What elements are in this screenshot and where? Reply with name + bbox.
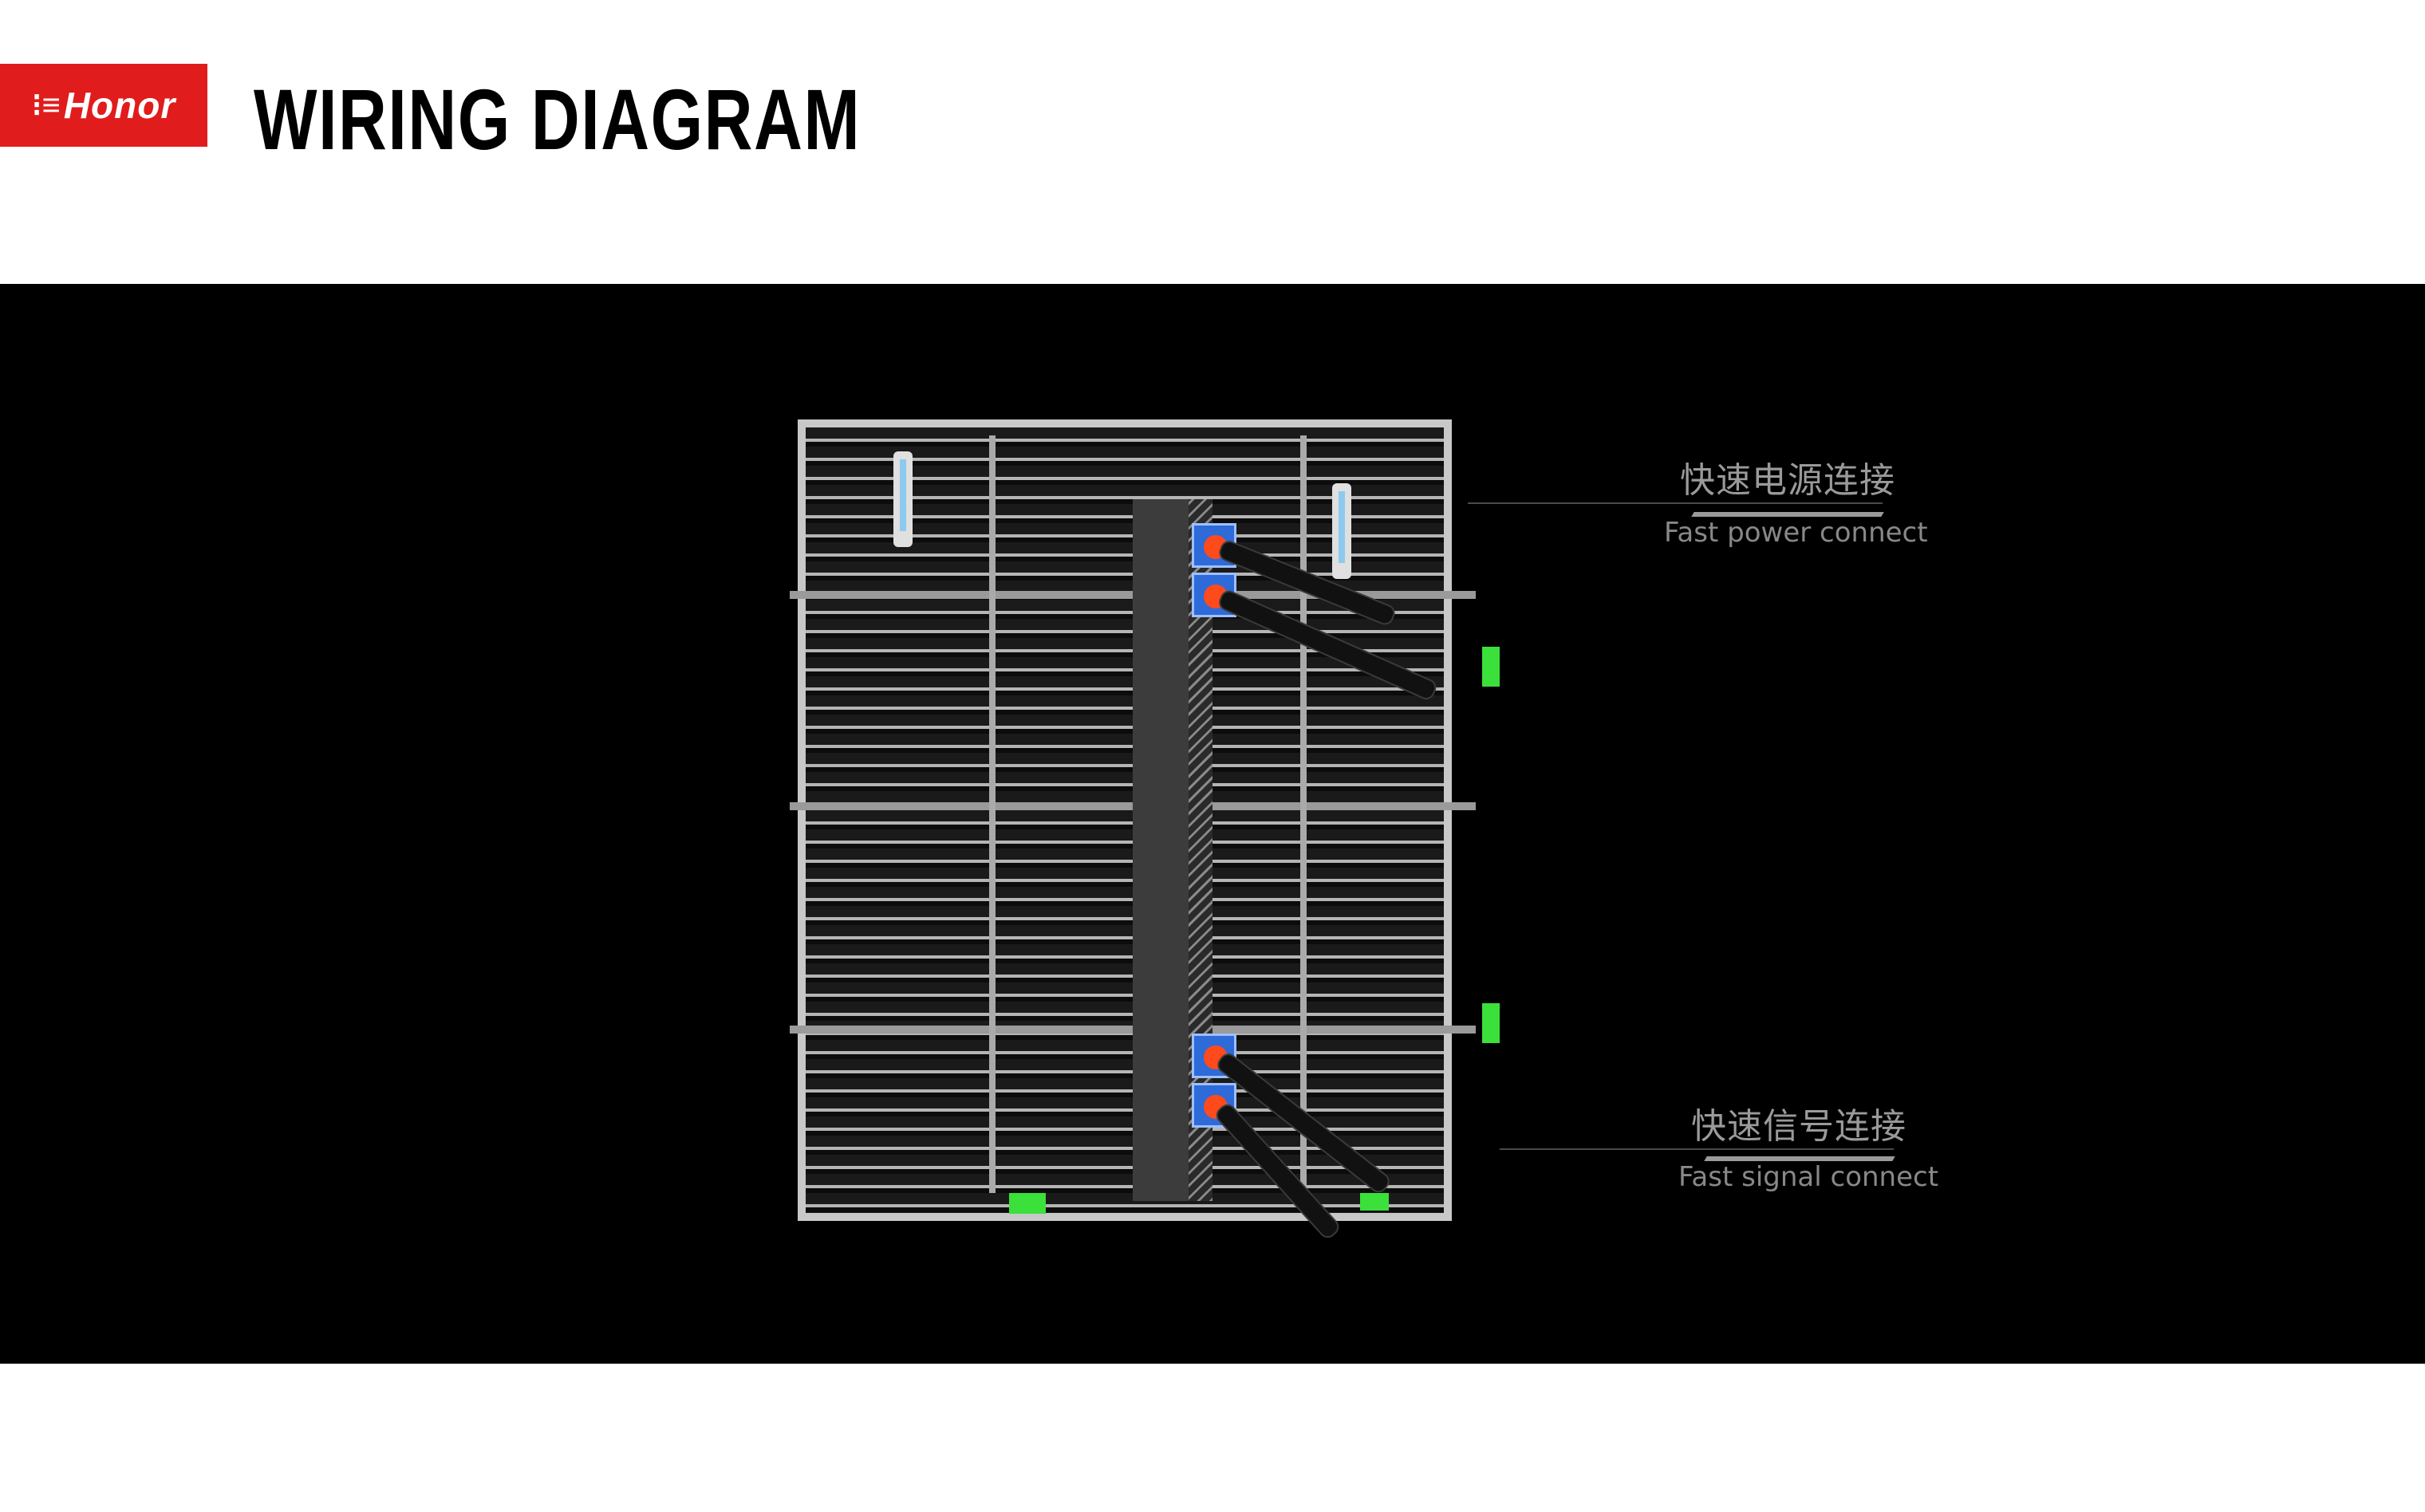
cabinet-spine bbox=[1133, 499, 1189, 1201]
callout-leader-line bbox=[1468, 502, 1883, 504]
logo-dash-mark-icon: ⁝≡ bbox=[31, 88, 61, 123]
lock-latch bbox=[1360, 1193, 1389, 1211]
callout-leader-line bbox=[1500, 1148, 1894, 1150]
callout-label-cn: 快速信号连接 bbox=[1691, 1106, 1906, 1147]
callout-label-cn: 快速电源连接 bbox=[1680, 460, 1895, 501]
led-cabinet-illustration bbox=[790, 404, 1508, 1512]
lock-latch bbox=[1482, 1003, 1500, 1043]
handle-inset bbox=[900, 459, 906, 531]
page-title: WIRING DIAGRAM bbox=[254, 71, 862, 167]
cabinet-handle bbox=[893, 451, 913, 547]
callout-label-en: Fast power connect bbox=[1664, 517, 1928, 549]
logo-text: Honor bbox=[63, 85, 176, 126]
honor-logo: ⁝≡ Honor bbox=[0, 64, 207, 147]
slide-header: ⁝≡ Honor WIRING DIAGRAM bbox=[0, 0, 2425, 284]
diagram-stage: 快速电源连接 Fast power connect 快速信号连接 Fast si… bbox=[0, 284, 2425, 1364]
cabinet-column bbox=[989, 435, 996, 1193]
callout-label-en: Fast signal connect bbox=[1678, 1161, 1939, 1193]
cabinet-handle bbox=[1332, 483, 1351, 579]
lock-latch bbox=[1009, 1193, 1046, 1214]
cabinet-column bbox=[1300, 435, 1307, 1193]
lock-latch bbox=[1482, 647, 1500, 687]
handle-inset bbox=[1339, 491, 1345, 563]
